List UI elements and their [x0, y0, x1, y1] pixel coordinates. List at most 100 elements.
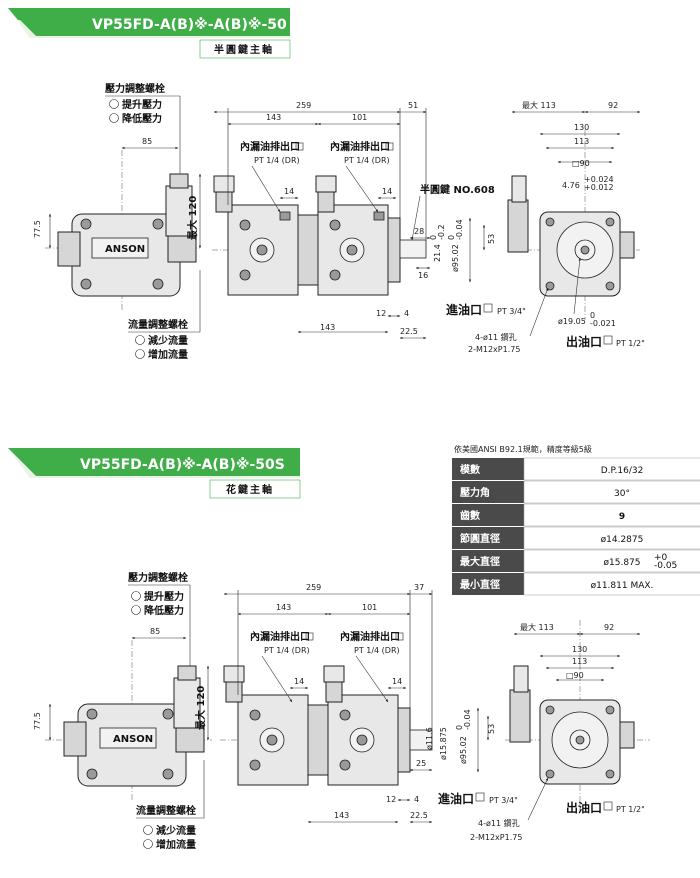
- dim-95-tol-lo: -0.04: [455, 219, 464, 240]
- rotate-cw-icon: [143, 825, 153, 835]
- flow-adjust-label: 流量調整螺栓: [136, 804, 196, 817]
- dim-21-4-tol-hi: 0: [429, 235, 438, 240]
- section-1-title: VP55FD-A(B)※-A(B)※-50: [92, 17, 287, 33]
- drain-1-spec: PT 1/4 (DR): [254, 156, 300, 165]
- pressure-decrease-label: 降低壓力: [122, 112, 162, 125]
- dim-143: 143: [266, 113, 281, 122]
- spline-table-key: 齒數: [460, 509, 480, 522]
- dim-95-tol-hi: 0: [447, 235, 456, 240]
- flange-view-1: [507, 130, 640, 320]
- dim-21-4-tol-lo: -0.2: [437, 224, 446, 240]
- spline-table-key: 模數: [460, 463, 480, 476]
- dim-85: 85: [142, 137, 152, 146]
- dim-14-a: 14: [294, 677, 304, 686]
- spline-table-key: 節圓直徑: [460, 532, 500, 545]
- outlet-label: 出油口: [566, 334, 602, 349]
- dim-95-02: ø95.02: [459, 736, 468, 764]
- spline-table-key-cell: [452, 458, 524, 480]
- spline-table-value: ø15.875: [604, 558, 641, 568]
- rotate-ccw-icon: [143, 839, 153, 849]
- pressure-leader: [105, 95, 181, 180]
- dim-92: 92: [604, 623, 614, 632]
- rotate-cw-icon: [131, 591, 141, 601]
- port-square-icon: [603, 801, 613, 811]
- dim-130: 130: [572, 645, 587, 654]
- dim-14-b: 14: [392, 677, 402, 686]
- spline-table-key: 最小直徑: [460, 578, 500, 591]
- holes-spec-1: 4-ø11 鑽孔: [478, 818, 520, 828]
- spline-table-value-cell: [523, 526, 700, 550]
- spline-table-value: ø11.811 MAX.: [591, 581, 654, 591]
- dim-14-a: 14: [284, 187, 294, 196]
- spline-table-value-cell: [523, 572, 700, 596]
- dim-sq-90: □90: [572, 159, 590, 168]
- drain-2-label: 內漏油排出口: [340, 630, 400, 643]
- flow-decrease-label: 減少流量: [148, 334, 188, 347]
- spline-table-tolerance: +0: [654, 553, 668, 563]
- dim-19-05-tol-lo: -0.021: [590, 319, 616, 328]
- holes-spec-2: 2-M12xP1.75: [468, 345, 520, 354]
- side-view-2: ANSON: [45, 640, 212, 800]
- dim-143-b: 143: [320, 323, 335, 332]
- dim-143: 143: [276, 603, 291, 612]
- drain-2-spec: PT 1/4 (DR): [344, 156, 390, 165]
- spline-table-tolerance: -0.05: [654, 561, 677, 571]
- dim-4: 4: [404, 309, 409, 318]
- flange-view-2: [505, 620, 650, 810]
- dim-92: 92: [608, 101, 618, 110]
- dim-113: 113: [574, 137, 589, 146]
- pressure-adjust-label: 壓力調整螺栓: [105, 82, 165, 95]
- spline-table-key-cell: [452, 550, 524, 572]
- dim-101: 101: [352, 113, 367, 122]
- rotate-ccw-icon: [131, 605, 141, 615]
- dim-130: 130: [574, 123, 589, 132]
- spline-note: 依美國ANSI B92.1規範，精度等級5級: [454, 444, 592, 454]
- dim-12: 12: [376, 309, 386, 318]
- front-view-1: [212, 175, 427, 296]
- pressure-adjust-label: 壓力調整螺栓: [128, 571, 188, 584]
- dim-85: 85: [150, 627, 160, 636]
- flow-increase-label: 增加流量: [156, 838, 196, 851]
- spline-table-key: 最大直徑: [460, 555, 500, 568]
- dim-11-6: ø11.6: [425, 727, 434, 750]
- dim-53: 53: [487, 724, 496, 734]
- port-square-icon: [385, 142, 394, 151]
- drain-1-spec: PT 1/4 (DR): [264, 646, 310, 655]
- spline-table-value: 30°: [614, 489, 630, 499]
- flow-adjust-label: 流量調整螺栓: [128, 318, 188, 331]
- flow-increase-label: 增加流量: [148, 348, 188, 361]
- spline-table-key: 壓力角: [460, 486, 490, 499]
- inlet-label: 進油口: [438, 791, 474, 806]
- drain-2-label: 內漏油排出口: [330, 140, 390, 153]
- spline-table-value-cell: [523, 480, 700, 504]
- dim-22-5: 22.5: [410, 811, 428, 820]
- dim-12: 12: [386, 795, 396, 804]
- dim-95-tol-hi: 0: [455, 725, 464, 730]
- dim-max-120: 最大 120: [186, 196, 199, 240]
- dim-21-4: 21.4: [433, 244, 442, 262]
- section-1: VP55FD-A(B)※-A(B)※-50 半圓鍵主軸 壓力調整螺栓 提升壓力 …: [8, 8, 645, 361]
- section-1-banner: VP55FD-A(B)※-A(B)※-50 半圓鍵主軸: [8, 8, 291, 59]
- section-2-title: VP55FD-A(B)※-A(B)※-50S: [80, 457, 285, 473]
- rotate-cw-icon: [135, 335, 145, 345]
- section-1-subtitle: 半圓鍵主軸: [214, 43, 274, 56]
- dim-22-5: 22.5: [400, 327, 418, 336]
- anson-logo: ANSON: [113, 734, 153, 745]
- rotate-cw-icon: [109, 99, 119, 109]
- dim-16: 16: [418, 271, 428, 280]
- pressure-decrease-label: 降低壓力: [144, 604, 184, 617]
- section-2-subtitle: 花鍵主軸: [226, 483, 274, 496]
- spline-table-row: 最小直徑 ø11.811 MAX.: [452, 572, 700, 596]
- outlet-spec: PT 1/2": [616, 805, 645, 814]
- port-square-icon: [295, 142, 304, 151]
- dim-95-02: ø95.02: [451, 244, 460, 272]
- spline-table-row: 壓力角 30°: [452, 480, 700, 504]
- spline-table-key-cell: [452, 481, 524, 503]
- inlet-label: 進油口: [446, 302, 482, 317]
- pressure-increase-label: 提升壓力: [122, 98, 162, 111]
- drain-1-label: 內漏油排出口: [240, 140, 300, 153]
